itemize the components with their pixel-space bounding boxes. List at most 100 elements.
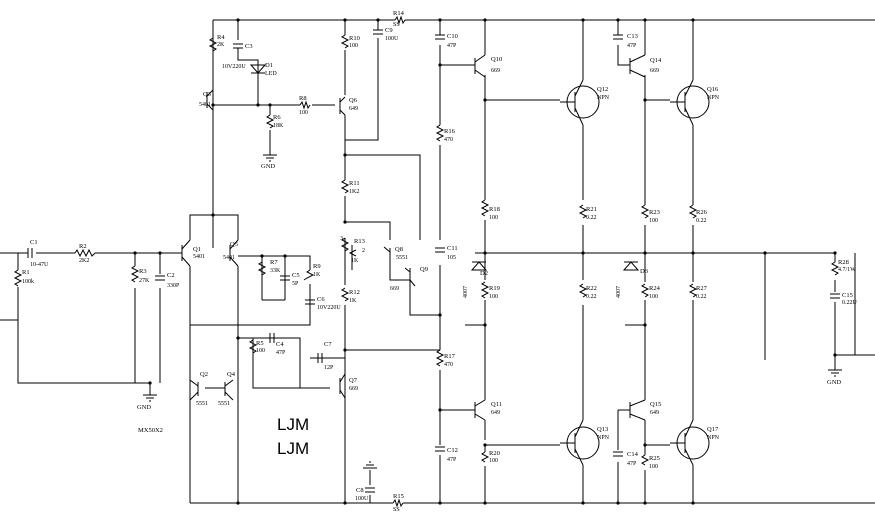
component-value-r23: 100 xyxy=(649,218,658,224)
component-value-c5: 5P xyxy=(292,281,299,287)
component-value-c2: 330P xyxy=(167,283,180,289)
component-value-r2: 2K2 xyxy=(79,258,89,264)
logo-text: LJM xyxy=(277,415,309,434)
component-ref-r27: R27 xyxy=(696,285,708,292)
junction-dots xyxy=(133,18,837,505)
component-ref-r13: R13 xyxy=(354,238,365,245)
component-value-r16: 470 xyxy=(444,137,453,143)
component-value-q13: NPN xyxy=(597,435,610,441)
component-value-q11: 649 xyxy=(491,410,500,416)
component-value-d3: 4007 xyxy=(616,286,622,298)
component-ref-r19: R19 xyxy=(489,285,500,292)
component-value-r27: 0.22 xyxy=(696,294,707,300)
component-value-c13: 47P xyxy=(627,43,637,49)
component-value-r15: SS xyxy=(393,507,400,513)
component-value-q1: 5401 xyxy=(193,254,205,260)
component-ref-r25: R25 xyxy=(649,455,660,462)
component-ref-r16: R16 xyxy=(444,128,456,135)
component-value-q2: 5551 xyxy=(196,401,208,407)
component-ref-c14: C14 xyxy=(627,451,639,458)
component-ref-r3: R3 xyxy=(139,268,147,275)
component-ref-c1: C1 xyxy=(30,239,38,246)
component-value-q9: 669 xyxy=(390,286,399,292)
component-ref-q11: Q11 xyxy=(491,401,502,408)
component-value-c4: 47P xyxy=(276,350,286,356)
component-value-r1: 100k xyxy=(22,279,34,285)
component-ref-r12: R12 xyxy=(349,289,360,296)
component-value-r20: 100 xyxy=(489,458,498,464)
component-ref-c12: C12 xyxy=(447,447,458,454)
component-value-r28: 4.7/1W xyxy=(838,267,856,273)
component-ref-r26: R26 xyxy=(696,209,708,216)
component-value-r24: 100 xyxy=(649,294,658,300)
logo-text: LJM xyxy=(277,439,309,458)
component-value-r14: SS xyxy=(393,22,400,28)
component-ref-c7: C7 xyxy=(324,341,332,348)
component-ref-q6: Q6 xyxy=(349,97,358,104)
gnd-label: GND xyxy=(261,163,275,170)
component-value-q12: NPN xyxy=(597,95,610,101)
component-value-r18: 100 xyxy=(489,215,498,221)
component-ref-c10: C10 xyxy=(447,33,458,40)
component-ref-q8: Q8 xyxy=(395,246,403,253)
component-value-r21: 0.22 xyxy=(586,215,597,221)
component-value-r11: 1K2 xyxy=(349,189,359,195)
gnd-label: GND xyxy=(827,379,841,386)
component-value-q17: NPN xyxy=(707,435,720,441)
component-value-r10: 100 xyxy=(349,43,358,49)
component-ref-r5: R5 xyxy=(256,340,264,347)
component-value-c9: 100U xyxy=(385,36,399,42)
component-value-c7: 12P xyxy=(324,365,334,371)
component-ref-r17: R17 xyxy=(444,353,456,360)
component-ref-r2: R2 xyxy=(79,243,87,250)
component-ref-r23: R23 xyxy=(649,209,660,216)
component-ref-c11: C11 xyxy=(447,245,458,252)
component-value-r19: 100 xyxy=(489,294,498,300)
component-value-q16: NPN xyxy=(707,95,720,101)
component-ref-c13: C13 xyxy=(627,33,638,40)
component-value-d1: LED xyxy=(265,71,277,77)
component-ref-c9: C9 xyxy=(385,27,393,34)
component-ref-q17: Q17 xyxy=(707,426,719,433)
component-value-r7: 33K xyxy=(270,268,281,274)
component-value-r26: 0.22 xyxy=(696,218,707,224)
component-ref-q16: Q16 xyxy=(707,86,719,93)
component-value-c15: 0.22U xyxy=(842,300,858,306)
component-ref-q2: Q2 xyxy=(200,371,208,378)
component-ref-r4: R4 xyxy=(217,34,225,41)
component-value-q8: 5551 xyxy=(396,255,408,261)
component-ref-r14: R14 xyxy=(393,10,405,17)
symbols xyxy=(13,15,842,508)
component-ref-r20: R20 xyxy=(489,450,500,457)
component-ref-r21: R21 xyxy=(586,206,597,213)
pot-pin-label: 2 xyxy=(362,248,365,254)
component-ref-d3: D3 xyxy=(640,268,648,275)
component-value-c10: 47P xyxy=(447,43,457,49)
component-value-r25: 100 xyxy=(649,464,658,470)
component-value-q4: 5551 xyxy=(218,401,230,407)
component-value-r22: 0.22 xyxy=(586,294,597,300)
component-value-r6: 18K xyxy=(273,123,284,129)
component-value-q7: 669 xyxy=(349,386,358,392)
component-value-q10: 669 xyxy=(491,68,500,74)
component-ref-r22: R22 xyxy=(586,285,597,292)
component-ref-c8: C8 xyxy=(356,487,364,494)
component-value-c12: 47P xyxy=(447,457,457,463)
component-ref-r18: R18 xyxy=(489,206,500,213)
component-value-q5: 5401 xyxy=(223,255,235,261)
component-ref-q1: Q1 xyxy=(193,246,201,253)
component-value-r9: 1K xyxy=(313,272,321,278)
component-value-c11: 105 xyxy=(447,255,456,261)
component-value-c14: 47P xyxy=(627,461,637,467)
component-ref-c4: C4 xyxy=(276,341,284,348)
component-ref-r8: R8 xyxy=(299,95,307,102)
component-ref-c6: C6 xyxy=(317,296,325,303)
component-value-q14: 669 xyxy=(650,68,659,74)
component-value-r4: 2K xyxy=(217,42,225,48)
component-ref-q7: Q7 xyxy=(349,377,358,384)
component-ref-r9: R9 xyxy=(313,263,321,270)
component-ref-r15: R15 xyxy=(393,493,404,500)
component-ref-r11: R11 xyxy=(349,180,360,187)
component-ref-r28: R28 xyxy=(838,259,849,266)
component-ref-q4: Q4 xyxy=(227,371,236,378)
